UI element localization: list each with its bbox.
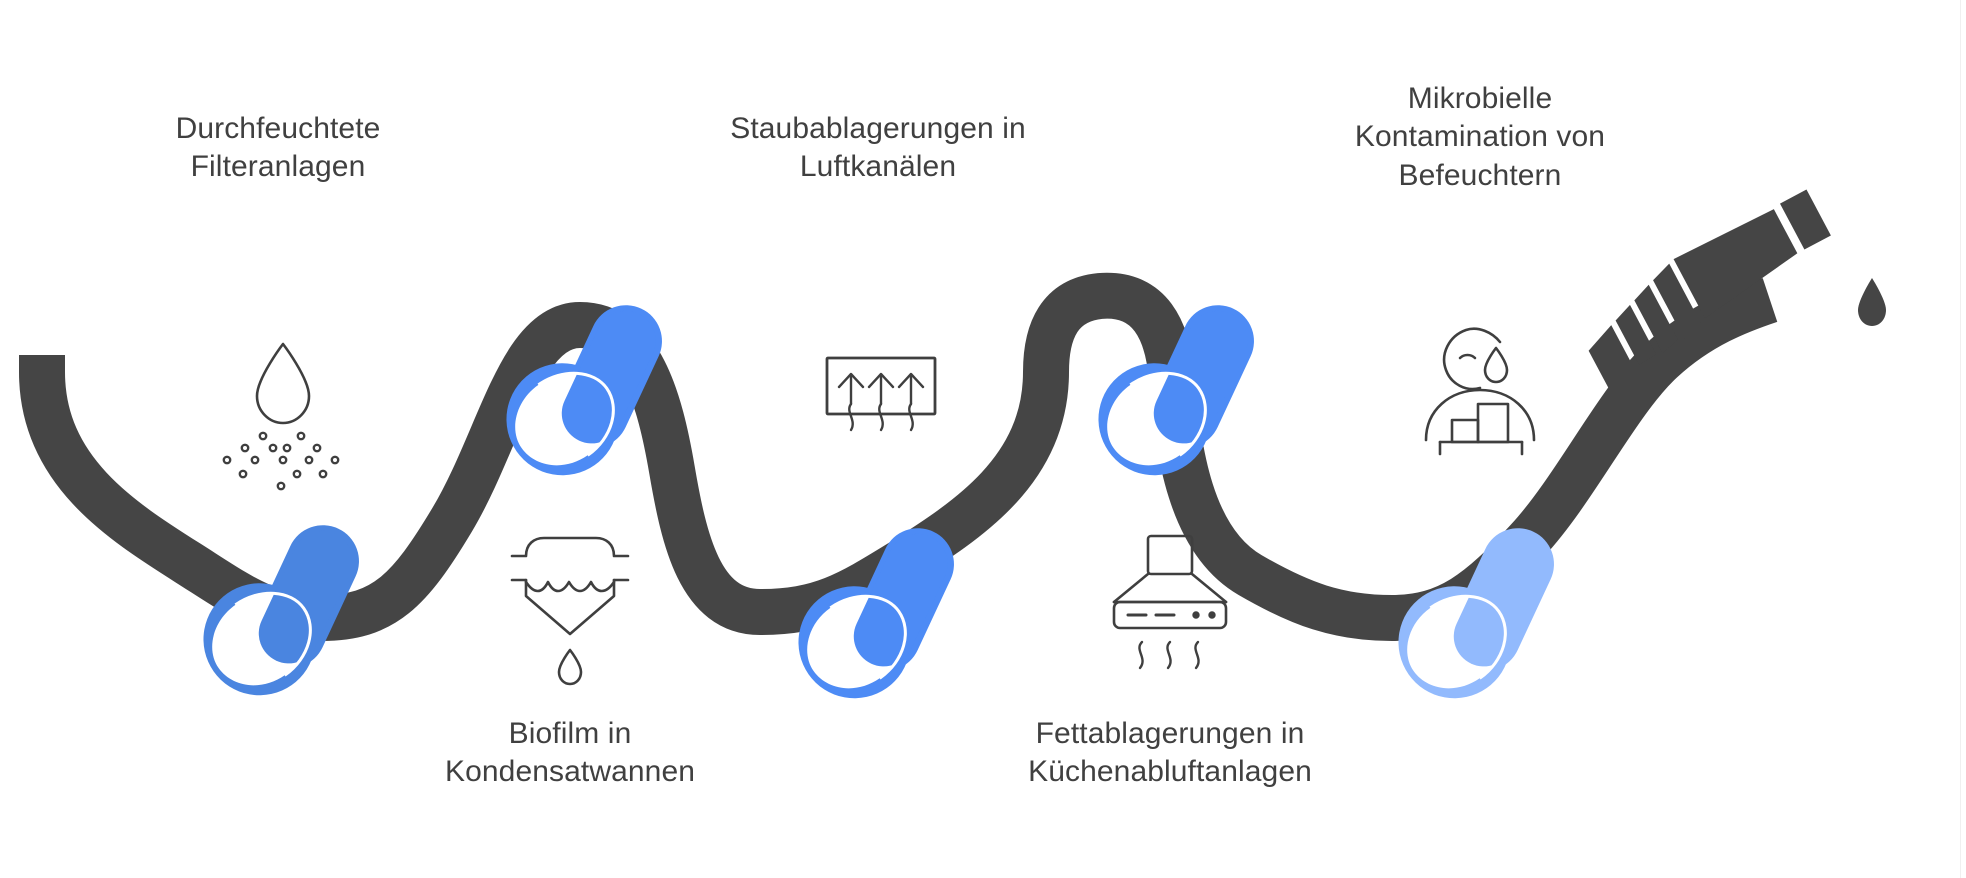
step-label-biofilm-in-kondensatwannen: Biofilm in Kondensatwannen <box>444 717 696 789</box>
decorations-layer <box>1569 188 1886 392</box>
air-duct-upflow-icon <box>825 356 937 432</box>
step-label-fettablagerungen-in-kuechenabluftanlagen: Fettablagerungen in Küchenabluftanlagen <box>1028 717 1312 789</box>
sweating-person-icon <box>1424 327 1536 456</box>
condensate-pan-drip-icon <box>510 536 630 686</box>
step-label-staubablagerungen-in-luftkanaelen: Staubablagerungen in Luftkanälen <box>730 112 1026 184</box>
step-label-mikrobielle-kontamination-von-befeuchtern: Mikrobielle Kontamination von Befeuchter… <box>1354 82 1606 192</box>
step-label-durchfeuchtete-filteranlagen: Durchfeuchtete Filteranlagen <box>175 112 381 184</box>
nozzle-drip-icon <box>1858 278 1886 326</box>
water-droplet-spray-icon <box>222 342 340 491</box>
canvas-edge-divider <box>1960 0 1961 878</box>
knots-layer <box>168 271 1611 726</box>
hose-nozzle-drip-icon <box>1569 188 1886 392</box>
